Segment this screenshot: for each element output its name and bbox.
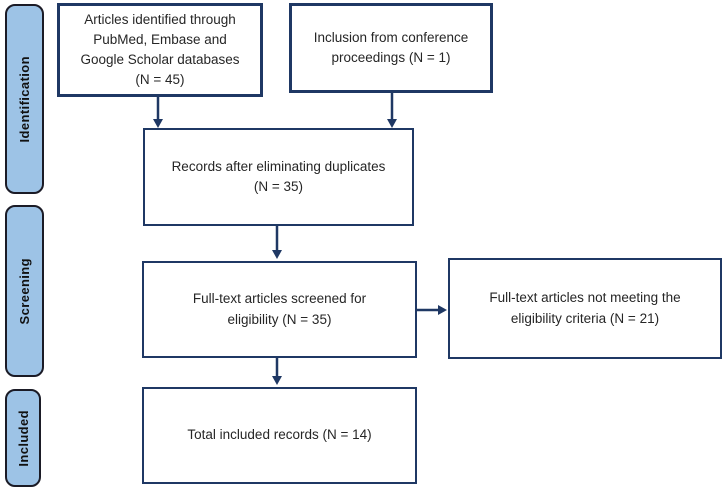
arrow-conference-to-duplicates [387,92,397,128]
arrow-screened-to-excluded [416,305,447,315]
arrow-duplicates-to-screened [272,225,282,259]
box-fulltext-screened-text: Full-text articles screened for eligibil… [192,291,367,327]
box-records-after-duplicates: Records after eliminating duplicates (N … [143,128,414,226]
box-fulltext-excluded-text: Full-text articles not meeting the eligi… [489,290,681,326]
stage-screening-label: Screening [17,257,32,325]
stage-identification: Identification [5,4,44,194]
box-articles-identified: Articles identified through PubMed, Emba… [57,3,263,97]
stage-included: Included [5,389,41,487]
box-total-included-text: Total included records (N = 14) [187,427,372,443]
box-total-included: Total included records (N = 14) [142,387,417,484]
box-conference-inclusion-text: Inclusion from conference proceedings (N… [313,29,469,65]
arrow-identified-to-duplicates [153,96,163,128]
arrow-screened-to-total [272,357,282,385]
box-records-after-duplicates-text: Records after eliminating duplicates (N … [171,158,386,194]
stage-screening: Screening [5,205,44,377]
box-articles-identified-text: Articles identified through PubMed, Emba… [80,11,240,88]
box-fulltext-excluded: Full-text articles not meeting the eligi… [448,258,722,359]
box-fulltext-screened: Full-text articles screened for eligibil… [142,261,417,358]
stage-identification-label: Identification [17,55,32,143]
box-conference-inclusion: Inclusion from conference proceedings (N… [289,3,493,93]
stage-included-label: Included [15,409,31,467]
